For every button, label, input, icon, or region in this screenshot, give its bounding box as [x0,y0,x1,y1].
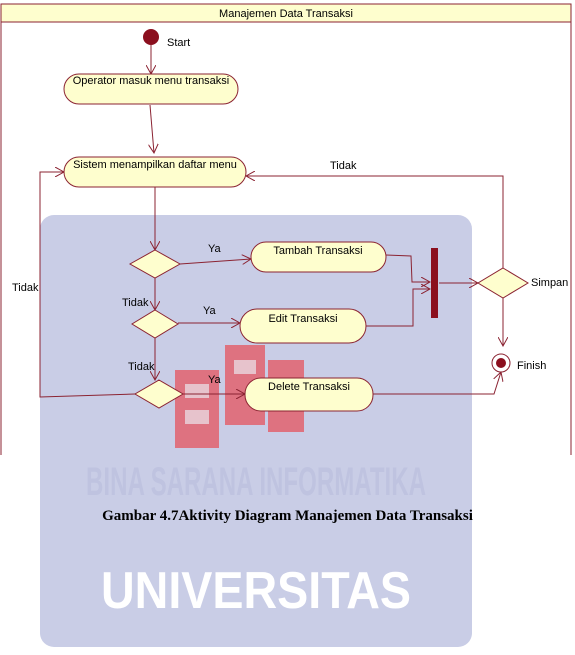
edge-tambah-join [385,254,430,282]
decision-tambah [128,249,182,279]
figure-caption: Gambar 4.7Aktivity Diagram Manajemen Dat… [102,508,473,524]
start-node [143,29,159,45]
action-operator-menu [63,73,239,105]
nodes: Start Operator masuk menu transaksi Sist… [63,29,568,412]
guard-tidak-d2: Tidak [128,361,155,373]
join-bar [431,248,438,318]
decision-edit [131,309,179,339]
guard-ya-edit: Ya [203,305,217,317]
action-tambah-label: Tambah Transaksi [273,245,362,257]
finish-label: Finish [517,360,546,372]
guard-tidak-d1: Tidak [122,297,149,309]
action-edit [239,308,367,344]
swimlane: Manajemen Data Transaksi [0,3,572,455]
decision-delete [134,379,184,409]
edge-simpan-loop-menu [246,176,504,268]
guards: Ya Ya Ya Tidak Tidak Tidak Tidak [12,160,357,386]
action-delete-label: Delete Transaksi [268,381,350,393]
decision-simpan [477,267,529,299]
edge-d1-tambah [179,259,251,264]
action-show-menu [63,156,247,188]
watermark-word: UNIVERSITAS [101,562,411,620]
watermark-arc-text: BINA SARANA INFORMATIKA [86,460,426,504]
swimlane-header [0,3,572,23]
action-delete [244,377,374,412]
edge-delete-finish [373,372,501,395]
guard-tidak-loop: Tidak [12,282,39,294]
finish-node-inner [496,358,506,368]
watermark: BINA SARANA INFORMATIKA UNIVERSITAS [40,215,472,647]
edge-d3-loop-menu [39,172,136,398]
guard-ya-tambah: Ya [208,243,222,255]
edge-edit-join [366,289,430,327]
action-operator-menu-label: Operator masuk menu transaksi [73,75,230,87]
guard-tidak-simpan: Tidak [330,160,357,172]
action-edit-label: Edit Transaksi [268,313,337,325]
decision-simpan-label: Simpan [531,277,568,289]
edges [39,45,504,398]
start-label: Start [167,37,190,49]
edge-operator-menu [150,104,154,153]
action-show-menu-label: Sistem menampilkan daftar menu [73,159,237,171]
action-tambah [250,241,387,273]
guard-ya-delete: Ya [208,374,222,386]
swimlane-title: Manajemen Data Transaksi [219,8,353,20]
